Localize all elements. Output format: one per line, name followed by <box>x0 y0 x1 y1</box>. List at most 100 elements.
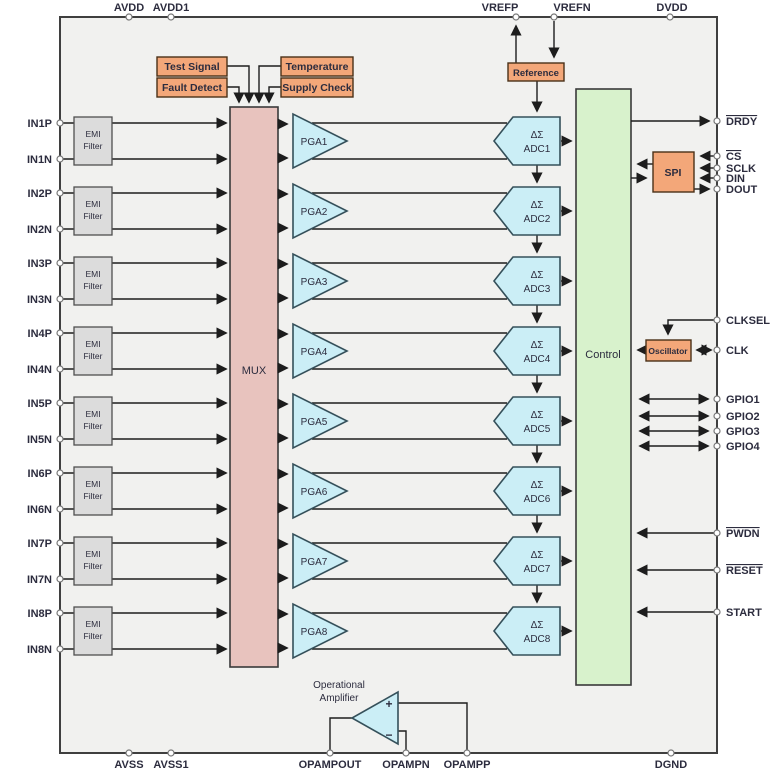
reference-block: Reference <box>507 21 565 113</box>
adc-sigma-label: ΔΣ <box>531 200 544 211</box>
pin-label-gpio4: GPIO4 <box>726 441 761 453</box>
pin-label-in3p: IN3P <box>28 258 52 270</box>
pin-label-in2n: IN2N <box>27 224 52 236</box>
pin-label-dout: DOUT <box>726 184 757 196</box>
pin-label-cs: CS <box>726 151 741 163</box>
adc-sigma-label: ΔΣ <box>531 550 544 561</box>
emi-filter-box <box>73 256 113 306</box>
emi-label: EMI <box>85 619 100 629</box>
pin-label-in1p: IN1P <box>28 118 52 130</box>
pin-label-sclk: SCLK <box>726 163 756 175</box>
pin-label-avss1: AVSS1 <box>153 759 188 771</box>
emi-label: EMI <box>85 129 100 139</box>
emi-label: Filter <box>84 421 103 431</box>
emi-label: Filter <box>84 141 103 151</box>
supply-check-label: Supply Check <box>282 82 352 94</box>
emi-label: EMI <box>85 549 100 559</box>
pin-label-in8p: IN8P <box>28 608 52 620</box>
adc-sigma-label: ΔΣ <box>531 340 544 351</box>
test-signal-box <box>156 56 228 77</box>
adc-pentagon <box>492 116 561 166</box>
adc-label: ADC3 <box>524 284 551 295</box>
control-label: Control <box>585 349 620 361</box>
pga-triangle <box>292 112 349 170</box>
mux-label: MUX <box>242 365 267 377</box>
pin-label-in4n: IN4N <box>27 364 52 376</box>
pin-label-avss: AVSS <box>114 759 143 771</box>
emi-filter-box <box>73 396 113 446</box>
emi-label: Filter <box>84 631 103 641</box>
calibration-blocks: Test Signal Fault Detect Temperature Sup… <box>156 56 354 104</box>
pin-label-start: START <box>726 607 762 619</box>
pga-triangle <box>292 602 349 660</box>
pin-label-clk: CLK <box>726 345 749 357</box>
adc-sigma-label: ΔΣ <box>531 270 544 281</box>
adc-pentagon <box>492 186 561 236</box>
pin-label-in3n: IN3N <box>27 294 52 306</box>
pga-label: PGA2 <box>301 207 328 218</box>
reference-box <box>507 62 565 82</box>
pin-label-din: DIN <box>726 173 745 185</box>
pga-triangle <box>292 252 349 310</box>
adc-sigma-label: ΔΣ <box>531 620 544 631</box>
pin-label-clksel: CLKSEL <box>726 315 770 327</box>
emi-label: Filter <box>84 561 103 571</box>
pin-label-in2p: IN2P <box>28 188 52 200</box>
adc-label: ADC8 <box>524 634 551 645</box>
op-amp-label: Amplifier <box>320 693 360 704</box>
pga-label: PGA7 <box>301 557 328 568</box>
pga-label: PGA8 <box>301 627 328 638</box>
adc-label: ADC1 <box>524 144 551 155</box>
pga-label: PGA4 <box>301 347 328 358</box>
emi-label: EMI <box>85 479 100 489</box>
pin-label-dgnd: DGND <box>655 759 687 771</box>
emi-label: Filter <box>84 351 103 361</box>
adc-label: ADC2 <box>524 214 551 225</box>
pin-label-in6n: IN6N <box>27 504 52 516</box>
op-amp-minus: − <box>385 728 392 742</box>
pin-label-opampp: OPAMPP <box>444 759 491 771</box>
right-side-wires <box>631 115 714 618</box>
pin-label-pwdn: PWDN <box>726 528 760 540</box>
mux-box <box>229 106 279 668</box>
adc-label: ADC4 <box>524 354 551 365</box>
adc-label: ADC6 <box>524 494 551 505</box>
pin-label-avdd1: AVDD1 <box>153 2 189 14</box>
pin-label-drdy: DRDY <box>726 116 758 128</box>
emi-filter-box <box>73 606 113 656</box>
left-pin-circles <box>56 119 64 653</box>
pga-blocks: PGA1 PGA2 PGA3 PGA4 PGA5 PGA6 PGA7 PGA8 <box>292 112 349 660</box>
adc-pentagon <box>492 326 561 376</box>
pga-triangle <box>292 392 349 450</box>
oscillator-box <box>645 339 692 362</box>
supply-check-box <box>280 77 354 98</box>
emi-label: EMI <box>85 339 100 349</box>
adc-label: ADC5 <box>524 424 551 435</box>
adc-pentagon <box>492 606 561 656</box>
pin-label-dvdd: DVDD <box>656 2 687 14</box>
adc-pentagon <box>492 256 561 306</box>
op-amp: + − Operational Amplifier <box>313 680 468 750</box>
spi-box <box>652 151 695 193</box>
adc-sigma-label: ΔΣ <box>531 480 544 491</box>
oscillator-label: Oscillator <box>648 346 688 356</box>
spi-label: SPI <box>665 167 682 179</box>
adc-to-control-wires <box>561 135 573 637</box>
reference-label: Reference <box>513 68 559 79</box>
emi-filter-box <box>73 186 113 236</box>
test-signal-label: Test Signal <box>164 61 219 73</box>
pin-label-in4p: IN4P <box>28 328 52 340</box>
adc-pentagon <box>492 466 561 516</box>
adc-sigma-label: ΔΣ <box>531 130 544 141</box>
pin-label-in6p: IN6P <box>28 468 52 480</box>
pga-label: PGA6 <box>301 487 328 498</box>
pin-label-in7p: IN7P <box>28 538 52 550</box>
op-amp-triangle <box>350 690 399 746</box>
adc-blocks: ΔΣ ADC1 ΔΣ ADC2 ΔΣ ADC3 ΔΣ ADC4 ΔΣ ADC5 ΔΣ ADC… <box>492 116 561 656</box>
pin-label-in5n: IN5N <box>27 434 52 446</box>
pga-label: PGA5 <box>301 417 328 428</box>
pin-label-opampn: OPAMPN <box>382 759 430 771</box>
pin-label-in7n: IN7N <box>27 574 52 586</box>
fault-detect-label: Fault Detect <box>162 82 223 94</box>
